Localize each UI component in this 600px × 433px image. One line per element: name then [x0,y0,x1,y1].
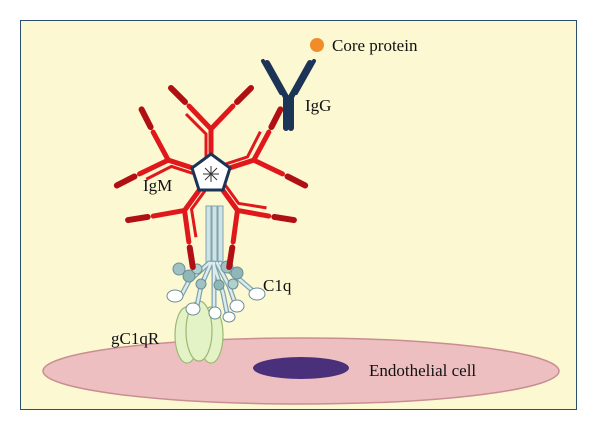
label-igg: IgG [305,96,331,115]
igm-arm [125,179,210,271]
igm-center-star [203,166,219,182]
gc1qr-receptor [174,300,224,364]
igm-pentamer [113,85,309,271]
c1q-stalk [205,205,224,267]
igm-arm [113,106,204,189]
label-endothelial-cell: Endothelial cell [369,361,476,380]
cell-nucleus [253,357,349,379]
label-igm: IgM [143,176,172,195]
igm-arm [218,106,309,189]
diagram-canvas: Core protein IgG IgM C1q gC1qR Endotheli… [42,36,560,405]
core-protein [310,38,324,52]
igg-antibody [261,59,316,131]
label-core-protein: Core protein [332,36,418,55]
label-c1q: C1q [263,276,292,295]
diagram-frame: Core protein IgG IgM C1q gC1qR Endotheli… [20,20,577,410]
label-gc1qr: gC1qR [111,329,160,348]
igm-arm [214,179,297,271]
